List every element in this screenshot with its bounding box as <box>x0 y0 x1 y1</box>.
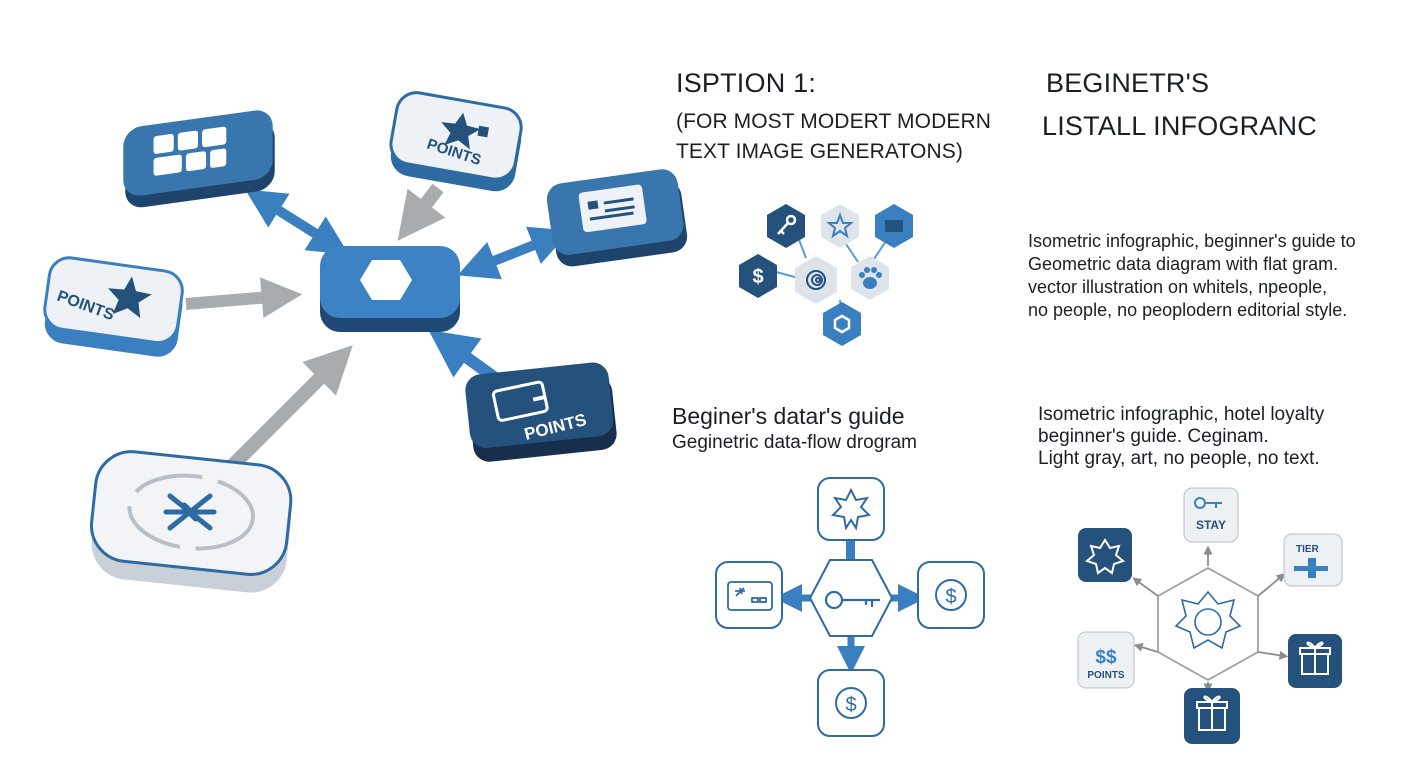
dollar-icon: $ <box>752 266 763 288</box>
hex-star <box>821 204 859 248</box>
hex-badge <box>823 302 861 346</box>
description-top-line: vector illustration on whitels, npeople, <box>1028 277 1328 297</box>
badge-icon <box>1174 590 1242 650</box>
iso-tile-grid <box>123 110 275 208</box>
arrow-card-center <box>457 226 571 280</box>
description-top: Isometric infographic, beginner's guide … <box>1028 230 1356 322</box>
description-bottom-line: beginner's guide. Ceginam. <box>1038 426 1269 447</box>
flow-box-right: $ <box>917 561 985 629</box>
hex-dollar: $ <box>739 254 777 298</box>
key-icon <box>777 214 797 235</box>
arrow-snowflake-center <box>227 345 353 471</box>
hex-paw <box>851 256 889 300</box>
iso-tile-card <box>546 169 688 267</box>
arrow-grid-center <box>245 189 349 255</box>
stay-label: STAY <box>1196 518 1226 532</box>
key-icon <box>1194 497 1222 509</box>
loyalty-tile-tier: TIER <box>1283 533 1343 587</box>
gift-icon <box>1196 695 1228 731</box>
flow-diagram: $ $ <box>715 477 985 737</box>
hex-swirl <box>795 256 837 304</box>
iso-diagram: POINTS <box>43 91 688 593</box>
heading-option-sub2: TEXT IMAGE GENERATONS) <box>676 140 963 163</box>
dollar-icon: $ <box>845 694 856 716</box>
hex-cluster: $ <box>739 204 913 346</box>
star-icon <box>441 112 481 150</box>
loyalty-diagram: STAY TIER $$ POINTS <box>1077 487 1343 744</box>
iso-tile-star-points: POINTS <box>43 256 184 357</box>
flow-title: Beginer's datar's guide <box>672 403 905 429</box>
flow-subtitle: Geginetric data-flow drogram <box>672 432 917 453</box>
heading-option: ISPTION 1: <box>676 68 817 98</box>
loyalty-tile-badge <box>1078 528 1132 582</box>
snowflake-icon <box>163 493 217 531</box>
description-top-line: no people, no peoplodern editorial style… <box>1028 300 1348 320</box>
hexagon-icon <box>360 260 412 300</box>
dollar-icon: $ <box>945 586 956 608</box>
flow-box-top <box>817 477 885 541</box>
heading-guide-line1: BEGINETR'S <box>1046 68 1210 98</box>
heading-guide-line2: LISTALL INFOGRANC <box>1042 111 1317 141</box>
description-top-line: Geometric data diagram with flat gram. <box>1028 254 1339 274</box>
card-icon <box>578 184 647 233</box>
flow-center-hex <box>808 559 894 637</box>
badge-icon <box>830 487 872 531</box>
loyalty-arrows <box>1132 545 1289 693</box>
arrow-star-center <box>185 277 303 319</box>
iso-tile-center <box>320 246 460 332</box>
description-top-line: Isometric infographic, beginner's guide … <box>1028 231 1356 251</box>
card-icon <box>727 581 773 611</box>
key-icon <box>824 590 880 610</box>
gift-icon <box>1299 641 1331 675</box>
star-icon <box>108 276 152 319</box>
card-icon <box>885 220 903 232</box>
paw-icon <box>859 267 882 289</box>
heading-option-sub1: (FOR MOST MODERT MODERN <box>676 110 991 133</box>
swirl-icon <box>806 270 826 290</box>
description-bottom-line: Light gray, art, no people, no text. <box>1038 448 1320 469</box>
loyalty-tile-gift-bottom <box>1184 688 1240 744</box>
loyalty-hex-outline <box>1157 566 1259 682</box>
flow-box-left <box>715 561 783 629</box>
description-bottom: Isometric infographic, hotel loyalty beg… <box>1038 404 1324 470</box>
card-icon <box>491 380 549 422</box>
arrow-top-center <box>397 183 446 241</box>
points-label: POINTS <box>1087 670 1125 681</box>
loyalty-tile-gift-right <box>1288 634 1342 688</box>
tier-label: TIER <box>1296 544 1320 555</box>
hex-key <box>767 204 805 248</box>
points-symbol: $$ <box>1095 647 1117 668</box>
loyalty-tile-points: $$ POINTS <box>1077 631 1135 689</box>
loyalty-tile-stay: STAY <box>1183 487 1239 543</box>
badge-icon <box>1085 538 1125 575</box>
iso-tile-top-points: POINTS <box>389 91 523 192</box>
badge-icon <box>833 314 851 334</box>
description-bottom-line: Isometric infographic, hotel loyalty <box>1038 404 1325 425</box>
star-icon <box>826 212 854 239</box>
iso-tile-snowflake <box>90 450 293 593</box>
grid-icon <box>153 126 227 176</box>
hex-card <box>875 204 913 248</box>
flow-box-bottom: $ <box>817 669 885 737</box>
iso-tile-dark-points: POINTS <box>465 362 617 462</box>
